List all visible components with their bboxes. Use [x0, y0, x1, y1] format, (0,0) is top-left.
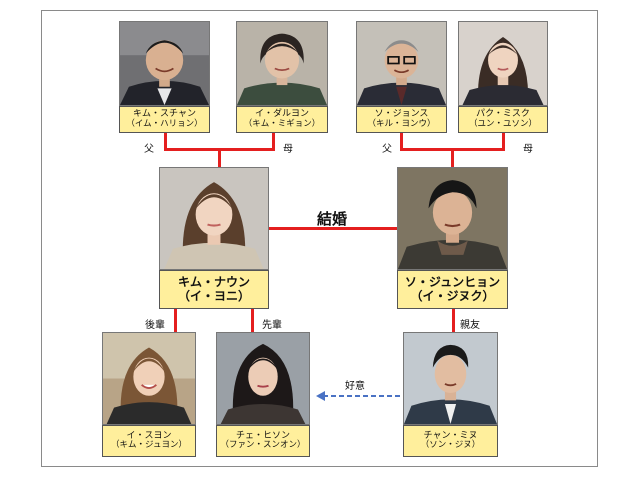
relation-father-left: 父 — [144, 144, 154, 155]
actor-name: （キム・ジュヨン） — [111, 440, 187, 451]
photo-choi-hison — [216, 332, 310, 425]
person-name: キム・ナウン — [177, 274, 250, 289]
label-choi-hison: チェ・ヒソン （ファン・スンオン） — [216, 425, 310, 457]
person-name: イ・ダルヨン — [254, 109, 309, 120]
photo-lee-suyeon — [102, 332, 196, 425]
connector-line — [174, 309, 177, 332]
person-name: ソ・ジュンヒョン — [404, 274, 501, 289]
relation-mother-left: 母 — [283, 144, 293, 155]
actor-name: （イ・ヨニ） — [177, 288, 250, 303]
relation-father-right: 父 — [382, 144, 392, 155]
label-so-jongsu: ソ・ジョンス （キル・ヨンウ） — [356, 106, 447, 133]
connector-line — [502, 133, 505, 150]
photo-so-jongsu — [356, 21, 447, 106]
actor-name: （ユン・ユソン） — [468, 118, 537, 129]
label-park-misuk: パク・ミスク （ユン・ユソン） — [458, 106, 548, 133]
person-name: チェ・ヒソン — [235, 430, 290, 441]
photo-so-junhyeon — [397, 167, 508, 270]
person-name: イ・スヨン — [126, 430, 172, 441]
photo-kim-naun — [159, 167, 269, 270]
label-kim-suchan: キム・スチャン （イム・ハリョン） — [119, 106, 210, 133]
person-name: パク・ミスク — [476, 109, 530, 120]
label-chan-minu: チャン・ミヌ （ソン・ジヌ） — [403, 425, 498, 457]
relation-mother-right: 母 — [523, 144, 533, 155]
relation-marriage: 結婚 — [317, 210, 348, 228]
relation-junior: 後輩 — [145, 320, 165, 331]
relation-best-friend: 親友 — [460, 320, 480, 331]
actor-name: （イ・ジヌク） — [410, 288, 495, 303]
photo-kim-suchan — [119, 21, 210, 106]
actor-name: （イム・ハリョン） — [126, 118, 203, 129]
relation-senior: 先輩 — [262, 320, 282, 331]
photo-chan-minu — [403, 332, 498, 425]
connector-line — [272, 133, 275, 150]
connector-line — [164, 133, 167, 150]
label-lee-suyeon: イ・スヨン （キム・ジュヨン） — [102, 425, 196, 457]
actor-name: （キム・ミギョン） — [243, 118, 321, 129]
person-name: キム・スチャン — [133, 109, 196, 120]
actor-name: （ソン・ジヌ） — [420, 440, 481, 451]
relation-crush: 好意 — [345, 381, 365, 392]
label-kim-naun: キム・ナウン （イ・ヨニ） — [159, 270, 269, 309]
connector-line — [218, 148, 221, 167]
marriage-line — [269, 227, 397, 230]
crush-arrow — [316, 391, 400, 401]
label-so-junhyeon: ソ・ジュンヒョン （イ・ジヌク） — [397, 270, 508, 309]
photo-park-misuk — [458, 21, 548, 106]
connector-line — [251, 309, 254, 332]
connector-line — [400, 133, 403, 150]
person-name: ソ・ジョンス — [374, 109, 429, 120]
person-name: チャン・ミヌ — [423, 430, 478, 441]
actor-name: （ファン・スンオン） — [220, 440, 306, 451]
connector-line — [451, 148, 454, 167]
actor-name: （キル・ヨンウ） — [367, 118, 436, 129]
connector-line — [452, 309, 455, 332]
photo-lee-daljeong — [236, 21, 328, 106]
label-lee-daljeong: イ・ダルヨン （キム・ミギョン） — [236, 106, 328, 133]
